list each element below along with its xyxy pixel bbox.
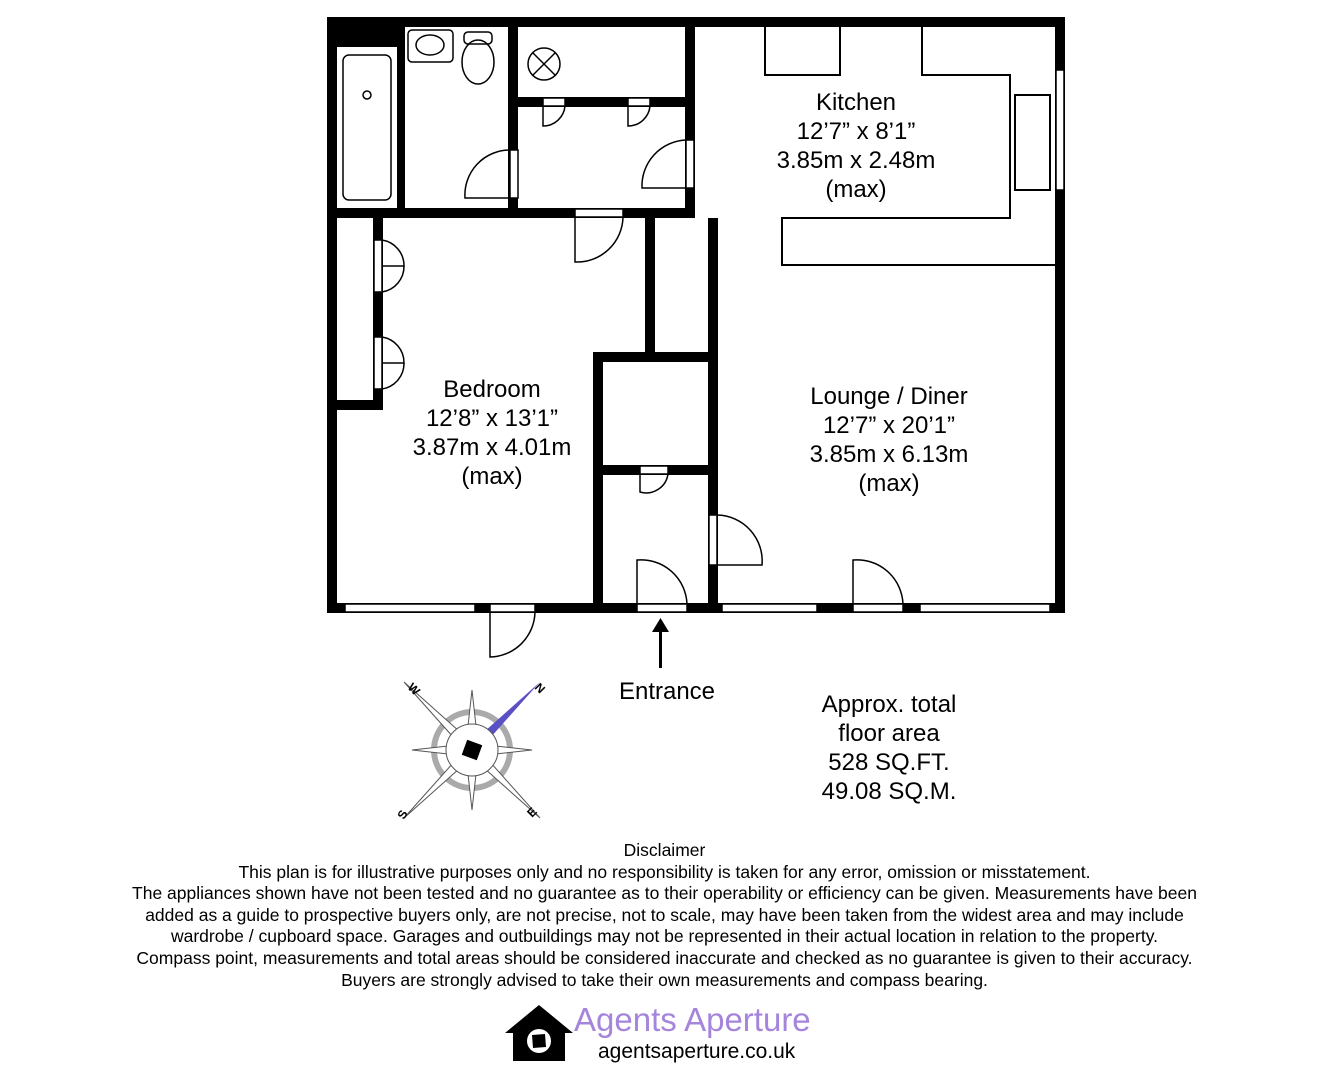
bath-icon (342, 54, 392, 201)
room-note: (max) (858, 470, 920, 497)
disclaimer-title: Disclaimer (623, 840, 706, 860)
kitchen-counters (764, 27, 1055, 266)
basin-icon (407, 29, 454, 63)
room-name: Lounge / Diner (810, 383, 968, 410)
disclaimer-line: added as a guide to prospective buyers o… (145, 904, 1184, 925)
disclaimer-line: wardrobe / cupboard space. Garages and o… (170, 926, 1159, 947)
entrance-arrow-icon (652, 618, 669, 668)
total-area: Approx. total floor area 528 SQ.FT. 49.0… (822, 690, 957, 806)
walls (327, 17, 1065, 613)
fixtures (342, 29, 561, 201)
disclaimer-line: Compass point, measurements and total ar… (136, 947, 1193, 968)
entrance-label: Entrance (618, 678, 716, 705)
compass-icon: W N S E (394, 680, 547, 821)
room-imperial: 12’8” x 13’1” (425, 405, 559, 432)
doors (381, 105, 904, 658)
svg-text:E: E (524, 805, 540, 821)
disclaimer-line: Buyers are strongly advised to take thei… (341, 969, 988, 990)
disclaimer-line: This plan is for illustrative purposes o… (238, 861, 1091, 882)
logo-url: agentsaperture.co.uk (598, 1040, 796, 1063)
area-sqft: 528 SQ.FT. (828, 749, 950, 776)
disclaimer: Disclaimer This plan is for illustrative… (0, 840, 1329, 991)
room-imperial: 12’7” x 20’1” (822, 412, 956, 439)
room-note: (max) (461, 463, 523, 490)
lounge-diner-label: Lounge / Diner 12’7” x 20’1” 3.85m x 6.1… (810, 382, 969, 498)
room-metric: 3.87m x 4.01m (412, 434, 572, 461)
room-imperial: 12’7” x 8’1” (796, 118, 916, 145)
svg-text:N: N (532, 680, 548, 696)
kitchen-label: Kitchen 12’7” x 8’1” 3.85m x 2.48m (max) (777, 88, 936, 204)
svg-text:W: W (405, 680, 423, 698)
room-metric: 3.85m x 2.48m (776, 147, 936, 174)
logo-name: Agents Aperture (574, 1001, 811, 1038)
area-line2: floor area (838, 720, 940, 747)
extractor-fan-icon (527, 47, 561, 81)
bedroom-label: Bedroom 12’8” x 13’1” 3.87m x 4.01m (max… (413, 375, 572, 491)
svg-text:S: S (394, 808, 410, 822)
disclaimer-line: The appliances shown have not been teste… (132, 883, 1197, 904)
room-name: Bedroom (443, 376, 541, 403)
logo-house-icon (505, 1005, 573, 1061)
room-metric: 3.85m x 6.13m (809, 441, 969, 468)
area-line1: Approx. total (821, 691, 957, 718)
toilet-icon (461, 39, 495, 85)
windows-and-openings (344, 69, 1065, 613)
room-name: Kitchen (815, 89, 897, 116)
room-note: (max) (825, 176, 887, 203)
area-sqm: 49.08 SQ.M. (821, 778, 957, 805)
